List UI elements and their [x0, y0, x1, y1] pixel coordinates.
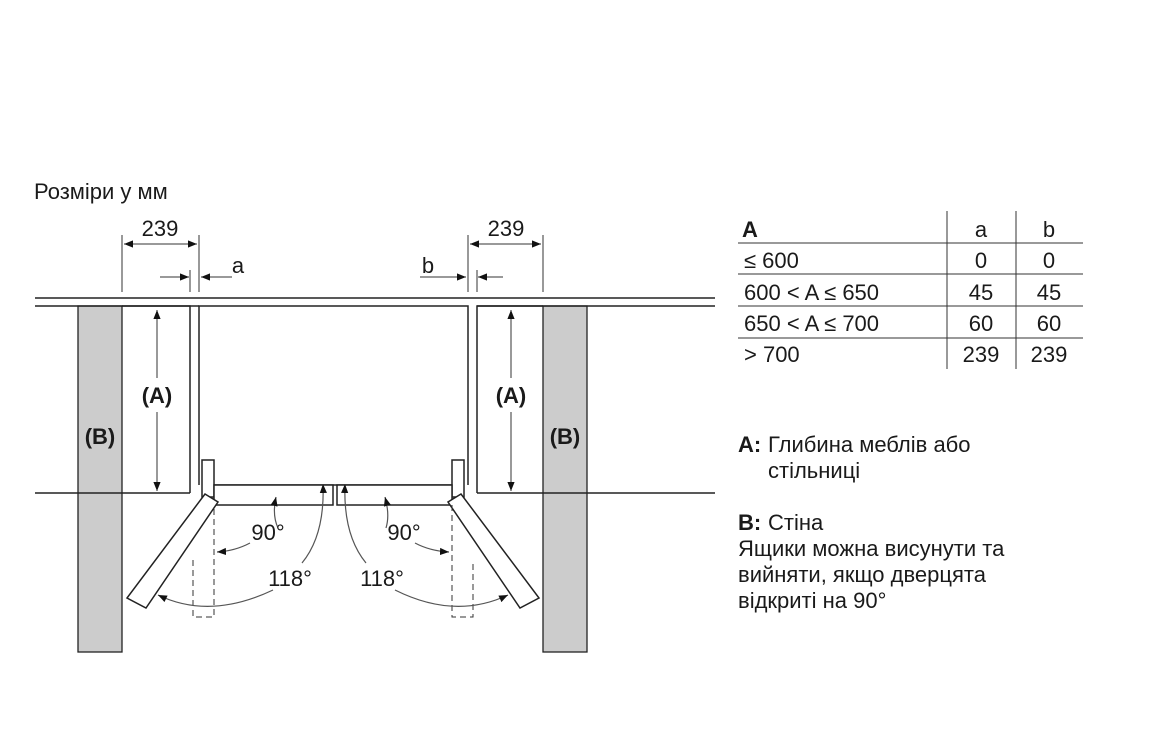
gap-b-label: b: [422, 253, 434, 278]
arc-90-left-bottom: [216, 542, 251, 556]
arc-90-left-top: [270, 496, 279, 529]
depth-label-right: (A): [496, 383, 527, 408]
door-left-open: [125, 493, 220, 609]
cabinet-right: [476, 305, 543, 493]
drawer-left: [213, 484, 334, 506]
arc-118-right-bottom: [394, 589, 509, 607]
arc-90-right-bottom: [414, 542, 450, 556]
table-cell: 0: [975, 248, 987, 273]
angle-118-right: 118°: [360, 566, 404, 591]
table-cell: 45: [1037, 280, 1061, 305]
diagram-title: Розміри у мм: [34, 179, 168, 204]
hinge-left: [201, 459, 215, 498]
table-cell: > 700: [744, 342, 800, 367]
cabinet-left: [122, 305, 191, 493]
hinge-right: [451, 459, 465, 498]
table-cell: 600 < A ≤ 650: [744, 280, 879, 305]
legend-b-key: B:: [738, 510, 761, 535]
drawer-right: [336, 484, 453, 506]
table-cell: 650 < A ≤ 700: [744, 311, 879, 336]
door-left-90-outline: [192, 505, 215, 618]
clearance-table: A a b ≤ 600 0 0 600 < A ≤ 650 45 45 650 …: [738, 211, 1083, 369]
fridge-body: [198, 305, 469, 485]
wall-left: [77, 305, 123, 653]
arc-118-right-top: [341, 483, 367, 564]
angle-90-right: 90°: [387, 520, 420, 545]
legend-note: Ящики можна висунути та: [738, 536, 1005, 561]
legend-note: відкриті на 90°: [738, 588, 886, 613]
table-header-b: b: [1043, 217, 1055, 242]
legend-a-text: Глибина меблів або: [768, 432, 971, 457]
arc-90-right-top: [383, 496, 391, 529]
arc-118-left-bottom: [157, 589, 274, 607]
table-cell: 239: [1031, 342, 1068, 367]
angle-118-left: 118°: [268, 566, 312, 591]
table-cell: 239: [963, 342, 1000, 367]
door-right-90-outline: [451, 505, 474, 618]
dim-left-239: 239: [142, 216, 179, 241]
legend-a-text: стільниці: [768, 458, 860, 483]
legend-b-text: Стіна: [768, 510, 824, 535]
legend-a-key: A:: [738, 432, 761, 457]
angle-90-left: 90°: [251, 520, 284, 545]
table-header-A: A: [742, 217, 758, 242]
legend: A: Глибина меблів або стільниці B: Стіна…: [738, 432, 1005, 613]
door-right-open: [446, 493, 541, 609]
dim-right-239: 239: [488, 216, 525, 241]
wall-label-right: (B): [550, 424, 581, 449]
wall-label-left: (B): [85, 424, 116, 449]
table-cell: 60: [1037, 311, 1061, 336]
arc-118-left-top: [301, 483, 327, 564]
depth-label-left: (A): [142, 383, 173, 408]
legend-note: вийняти, якщо дверцята: [738, 562, 987, 587]
table-cell: 0: [1043, 248, 1055, 273]
table-cell: 60: [969, 311, 993, 336]
table-cell: ≤ 600: [744, 248, 799, 273]
table-cell: 45: [969, 280, 993, 305]
wall-right: [542, 305, 588, 653]
table-header-a: a: [975, 217, 988, 242]
gap-a-label: a: [232, 253, 245, 278]
